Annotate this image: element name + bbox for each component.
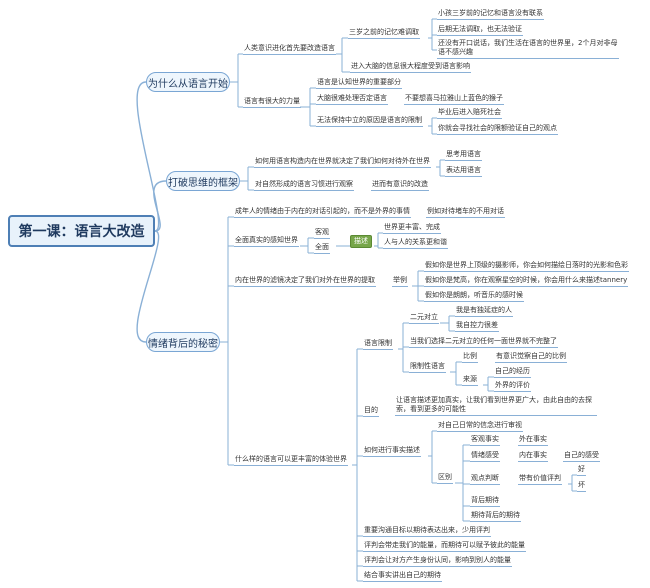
node-a11[interactable]: 无法保持中立的原因是语言的限制 bbox=[316, 116, 423, 127]
node-a6[interactable]: 进入大脑的信息很大程度受到语言影响 bbox=[350, 62, 471, 73]
node-c3[interactable]: 全面真实的感知世界 bbox=[234, 236, 299, 247]
root-topic[interactable]: 第一课：语言大改造 bbox=[8, 215, 155, 247]
node-c12[interactable]: 假如你是梵高，你在观察星空的时候，你会用什么来描述tannery bbox=[424, 276, 629, 287]
node-c41[interactable]: 期待背后的期待 bbox=[470, 511, 521, 522]
node-c45[interactable]: 结合事实讲出自己的期待 bbox=[363, 571, 442, 582]
node-c35[interactable]: 自己的感受 bbox=[563, 451, 600, 462]
node-c34[interactable]: 内在事实 bbox=[518, 451, 548, 462]
node-c23[interactable]: 来源 bbox=[462, 375, 478, 386]
node-a1[interactable]: 人类意识进化首先要改造语言 bbox=[243, 44, 336, 55]
node-a10[interactable]: 不要想喜马拉雅山上蓝色的猴子 bbox=[404, 94, 504, 105]
node-c19[interactable]: 当我们选择二元对立的任何一面世界就不完整了 bbox=[409, 337, 558, 348]
node-c24[interactable]: 自己的经历 bbox=[494, 367, 531, 378]
node-c4[interactable]: 客观 bbox=[314, 228, 330, 239]
node-c42[interactable]: 重要沟通目标以期待表达出来，少用评判 bbox=[363, 526, 491, 537]
node-a2[interactable]: 三岁之前的记忆难调取 bbox=[348, 28, 420, 39]
node-a13[interactable]: 你就会寻找社会的限额验证自己的观点 bbox=[437, 124, 558, 135]
node-c14[interactable]: 什么样的语言可以更丰富的体验世界 bbox=[234, 455, 348, 466]
node-c1[interactable]: 成年人的情绪由于内在的对话引起的，而不是外界的事情 bbox=[234, 207, 411, 218]
node-a3[interactable]: 小孩三岁前的记忆和语言没有联系 bbox=[437, 9, 544, 20]
node-c11[interactable]: 假如你是世界上顶级的摄影师，你会如何描绘日落时的光影和色彩 bbox=[424, 261, 629, 272]
topic-break-frame[interactable]: 打破思维的框架 bbox=[166, 171, 240, 191]
describe-tag[interactable]: 描述 bbox=[350, 235, 372, 248]
node-c13[interactable]: 假如你是朗朗，听音乐的感时候 bbox=[424, 291, 524, 302]
node-b5[interactable]: 进而有意识的改造 bbox=[371, 180, 429, 191]
node-c32[interactable]: 外在事实 bbox=[518, 435, 548, 446]
node-c31[interactable]: 客观事实 bbox=[470, 435, 500, 446]
node-c20[interactable]: 限制性语言 bbox=[409, 362, 446, 373]
node-c29[interactable]: 对自己日常的信念进行审视 bbox=[437, 421, 523, 432]
node-b2[interactable]: 思考用语言 bbox=[445, 150, 482, 161]
node-a4[interactable]: 后期无法调取，也无法验证 bbox=[437, 25, 523, 36]
node-a7[interactable]: 语言有很大的力量 bbox=[243, 97, 301, 108]
node-c44[interactable]: 评判会让对方产生身份认同，影响到别人的能量 bbox=[363, 556, 512, 567]
node-c39[interactable]: 坏 bbox=[577, 481, 586, 492]
node-c16[interactable]: 二元对立 bbox=[409, 313, 439, 324]
node-c15[interactable]: 语言限制 bbox=[363, 339, 393, 350]
node-c22[interactable]: 有意识觉察自己的比例 bbox=[495, 352, 567, 363]
node-c9[interactable]: 内在世界的滤镜决定了我们对外在世界的提取 bbox=[234, 276, 376, 287]
node-b3[interactable]: 表达用语言 bbox=[445, 166, 482, 177]
node-c33[interactable]: 情绪感受 bbox=[470, 451, 500, 462]
node-c18[interactable]: 我自控力很差 bbox=[455, 321, 499, 332]
node-c38[interactable]: 好 bbox=[577, 465, 586, 476]
node-c30[interactable]: 区别 bbox=[437, 473, 453, 484]
node-c2[interactable]: 例如对待堵车的不用对话 bbox=[426, 207, 505, 218]
node-a5[interactable]: 还没有开口说话，我们生活在语言的世界里，2个月对非母语不感兴趣 bbox=[437, 39, 619, 59]
node-a12[interactable]: 毕业后进入赔死社会 bbox=[437, 108, 502, 119]
node-c36[interactable]: 观点判断 bbox=[470, 474, 500, 485]
node-c28[interactable]: 如何进行事实描述 bbox=[363, 446, 421, 457]
node-c7[interactable]: 世界更丰富、完成 bbox=[383, 223, 441, 234]
node-a8[interactable]: 语言是认知世界的重要部分 bbox=[316, 78, 402, 89]
node-c21[interactable]: 比例 bbox=[462, 352, 478, 363]
node-a9[interactable]: 大脑很难处理否定语言 bbox=[316, 94, 388, 105]
node-c17[interactable]: 我是有独延症的人 bbox=[455, 306, 513, 317]
node-c10[interactable]: 举例 bbox=[392, 276, 408, 287]
node-c26[interactable]: 目的 bbox=[363, 406, 379, 417]
node-b1[interactable]: 如何用语言构造内在世界就决定了我们如何对待外在世界 bbox=[254, 157, 431, 168]
node-c27[interactable]: 让语言描述更加真实，让我们看到世界更广大，由此自由的去探索，看到更多的可能性 bbox=[395, 396, 597, 416]
node-c40[interactable]: 背后期待 bbox=[470, 496, 500, 507]
node-c37[interactable]: 带有价值评判 bbox=[518, 474, 562, 485]
node-c25[interactable]: 外界的评价 bbox=[494, 381, 531, 392]
topic-why-language[interactable]: 为什么从语言开始 bbox=[146, 72, 230, 92]
node-c8[interactable]: 人与人的关系更和谐 bbox=[383, 238, 448, 249]
node-c5[interactable]: 全面 bbox=[314, 243, 330, 254]
node-b4[interactable]: 对自然形成的语言习惯进行观察 bbox=[254, 180, 354, 191]
node-c43[interactable]: 评判会带走我们的能量，而期待可以赋予彼此的能量 bbox=[363, 541, 526, 552]
topic-emotion-secret[interactable]: 情绪背后的秘密 bbox=[146, 332, 220, 352]
